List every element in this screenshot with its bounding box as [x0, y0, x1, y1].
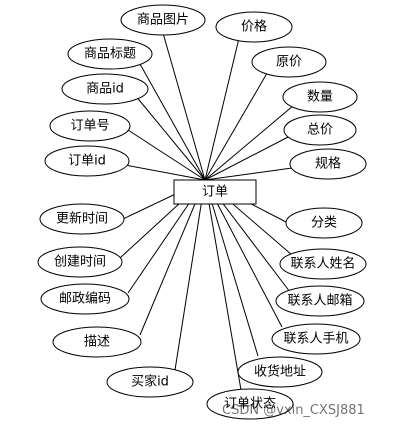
connector-order-id	[124, 164, 206, 181]
attribute-contact-email: 联系人邮箱	[275, 285, 365, 317]
connector-product-image	[162, 32, 206, 181]
watermark: CSDN @vxin_CXSJ881	[222, 403, 365, 418]
connector-quantity	[204, 99, 301, 181]
entity-label: 订单	[202, 185, 228, 200]
attribute-label: 订单号	[70, 119, 109, 134]
attribute-category: 分类	[285, 207, 363, 239]
attribute-label: 总价	[307, 123, 333, 138]
connector-shipping-address	[204, 179, 259, 357]
attribute-product-image: 商品图片	[120, 4, 206, 36]
attribute-label: 商品id	[86, 82, 124, 97]
attribute-label: 订单状态	[224, 397, 276, 412]
attribute-order-no: 订单号	[49, 110, 131, 142]
connector-description	[139, 179, 206, 336]
attribute-label: 数量	[307, 90, 333, 105]
attribute-update-time: 更新时间	[39, 203, 125, 235]
connector-product-title	[139, 63, 206, 181]
attribute-label: 分类	[311, 216, 337, 231]
attribute-buyer-id: 买家id	[106, 366, 194, 398]
attribute-label: 规格	[315, 156, 341, 172]
connector-spec	[204, 167, 293, 181]
connector-original-price	[204, 67, 271, 181]
attribute-label: 联系人手机	[283, 332, 348, 347]
attribute-label: 联系人邮箱	[287, 293, 352, 309]
attribute-shipping-address: 收货地址	[237, 356, 323, 388]
attribute-original-price: 原价	[251, 46, 327, 78]
attribute-product-title: 商品标题	[67, 38, 153, 70]
entity-order: 订单	[173, 179, 257, 205]
attribute-label: 买家id	[131, 374, 169, 390]
connector-buyer-id	[174, 179, 206, 371]
attribute-label: 更新时间	[56, 211, 108, 227]
attribute-order-id: 订单id	[44, 145, 130, 177]
attribute-spec: 规格	[289, 148, 367, 180]
attribute-label: 价格	[241, 19, 267, 35]
attribute-quantity: 数量	[282, 81, 358, 113]
attribute-label: 描述	[84, 335, 110, 350]
connector-price	[204, 33, 241, 181]
attribute-label: 商品图片	[137, 13, 189, 28]
attribute-contact-name: 联系人姓名	[279, 248, 367, 280]
attribute-description: 描述	[52, 326, 142, 358]
attribute-label: 邮政编码	[59, 292, 111, 307]
attribute-price: 价格	[215, 11, 293, 43]
connector-order-no	[127, 129, 206, 181]
attribute-label: 原价	[276, 55, 302, 70]
attribute-label: 订单id	[68, 154, 106, 169]
connector-order-status	[204, 179, 242, 391]
attribute-label: 创建时间	[54, 255, 106, 270]
attribute-label: 收货地址	[254, 364, 306, 380]
attribute-order-status: 订单状态	[206, 388, 294, 420]
attribute-postal-code: 邮政编码	[40, 283, 130, 315]
connector-product-id	[134, 94, 206, 181]
attribute-product-id: 商品id	[61, 73, 149, 105]
attribute-create-time: 创建时间	[37, 246, 123, 278]
attribute-label: 商品标题	[84, 47, 136, 62]
connector-total-price	[204, 135, 291, 181]
attribute-label: 联系人姓名	[290, 256, 355, 272]
attribute-total-price: 总价	[283, 114, 357, 146]
attribute-contact-phone: 联系人手机	[271, 323, 361, 355]
